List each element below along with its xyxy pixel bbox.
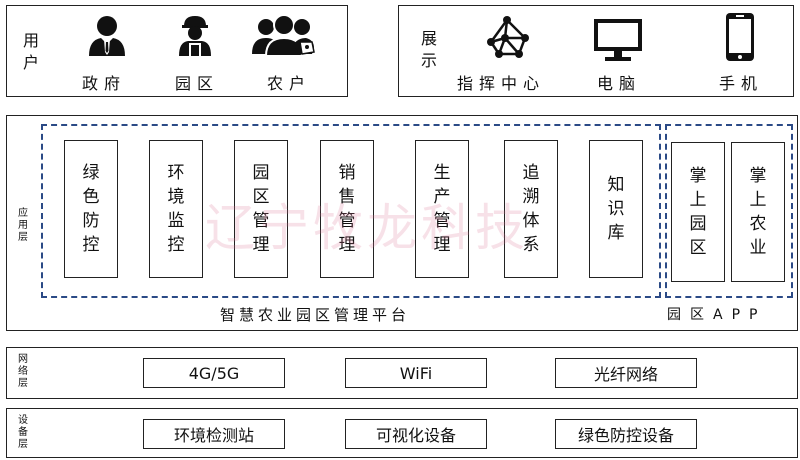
network-layer-panel: 网络层 4G/5G WiFi 光纤网络 xyxy=(6,347,798,399)
network-wifi: WiFi xyxy=(345,358,487,388)
display-label-command-center: 指挥中心 xyxy=(457,74,546,93)
module-knowledge-base: 知识库 xyxy=(589,140,643,278)
module-park-management: 园区管理 xyxy=(234,140,288,278)
network-layer-title: 网络层 xyxy=(18,354,28,389)
device-layer-panel: 设备层 环境检测站 可视化设备 绿色防控设备 xyxy=(6,408,798,458)
user-label-park: 园区 xyxy=(175,74,220,93)
platform-dashed-group xyxy=(41,124,661,298)
network-icon xyxy=(485,16,531,58)
display-label-computer: 电脑 xyxy=(597,74,642,93)
users-panel: 用户 政府 园区 xyxy=(6,5,348,97)
app-dashed-group xyxy=(665,124,793,298)
users-title: 用户 xyxy=(23,31,40,72)
application-layer-panel: 应用层 绿色防控 环境监控 园区管理 销售管理 生产管理 追溯体系 知识库 掌上… xyxy=(6,115,798,331)
network-4g5g: 4G/5G xyxy=(143,358,285,388)
module-traceability: 追溯体系 xyxy=(504,140,558,278)
device-visualization: 可视化设备 xyxy=(345,419,487,449)
app-label: 园区APP xyxy=(667,307,767,323)
module-mobile-agriculture: 掌上农业 xyxy=(731,142,785,282)
module-environment-monitoring: 环境监控 xyxy=(149,140,203,278)
worker-icon xyxy=(177,14,213,56)
monitor-icon xyxy=(593,18,643,62)
module-mobile-park: 掌上园区 xyxy=(671,142,725,282)
device-green-control: 绿色防控设备 xyxy=(555,419,697,449)
display-panel: 展示 指挥中 xyxy=(398,5,794,97)
module-sales-management: 销售管理 xyxy=(320,140,374,278)
user-label-government: 政府 xyxy=(82,74,127,93)
module-production-management: 生产管理 xyxy=(415,140,469,278)
businessman-icon xyxy=(87,14,127,56)
display-label-phone: 手机 xyxy=(719,74,764,93)
group-users-icon xyxy=(252,14,318,56)
user-label-farmer: 农户 xyxy=(267,74,312,93)
smartphone-icon xyxy=(725,12,755,62)
network-fiber: 光纤网络 xyxy=(555,358,697,388)
display-title: 展示 xyxy=(421,29,438,70)
module-green-control: 绿色防控 xyxy=(64,140,118,278)
platform-label: 智慧农业园区管理平台 xyxy=(220,306,411,324)
application-layer-title: 应用层 xyxy=(18,208,28,243)
device-environment-station: 环境检测站 xyxy=(143,419,285,449)
device-layer-title: 设备层 xyxy=(18,415,28,450)
